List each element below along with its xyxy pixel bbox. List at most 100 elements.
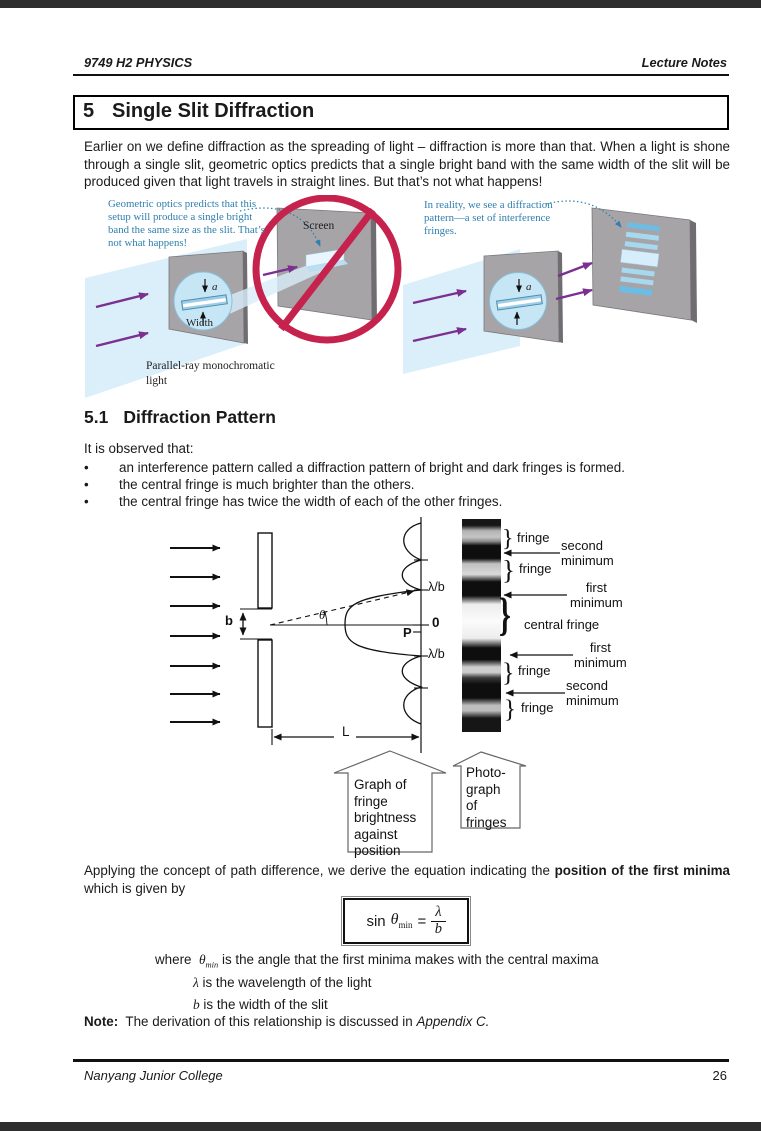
- header-doc-type: Lecture Notes: [641, 55, 727, 70]
- figure1-left-annotation: Geometric optics predicts that this setu…: [108, 198, 265, 250]
- geometric-optics-diagram: [85, 195, 402, 398]
- section-title: Diffraction Pattern: [123, 407, 276, 427]
- ray-arrow: [412, 289, 467, 305]
- diffracted-ray-arrow: [555, 288, 593, 301]
- chapter-title-box: 5 Single Slit Diffraction: [73, 95, 729, 130]
- ray-arrow: [262, 265, 298, 277]
- observed-intro: It is observed that:: [84, 441, 194, 456]
- diffraction-fringes: [618, 222, 661, 296]
- where-text-3: is the width of the slit: [199, 997, 328, 1012]
- header-course: 9749 H2 PHYSICS: [84, 55, 193, 70]
- reality-diffraction-diagram: [403, 200, 697, 374]
- slit-bar: [495, 294, 543, 311]
- lambda-symbol: λ: [193, 975, 199, 990]
- section-heading: 5.1 Diffraction Pattern: [84, 407, 276, 428]
- diffracted-ray-arrow: [557, 261, 593, 278]
- applying-bold: position of the first minima: [554, 863, 730, 878]
- bullet-text: an interference pattern called a diffrac…: [119, 460, 625, 475]
- equation-equals: =: [417, 912, 427, 930]
- central-fringe-brace: }: [499, 589, 511, 641]
- graph-callout-text: Graph of fringe brightness against posit…: [354, 777, 417, 859]
- photo-callout-text: Photo- graph of fringes: [466, 765, 507, 830]
- slit-barrier: [240, 532, 273, 728]
- note-appendix-ref: Appendix C.: [416, 1014, 490, 1029]
- first-minimum-label: first minimum: [570, 580, 623, 610]
- slit-a-label-left: a: [212, 281, 218, 293]
- theta-min-symbol: θmin: [198, 952, 219, 970]
- note-label: Note:: [84, 1014, 119, 1029]
- fringe-brace: }: [502, 526, 514, 552]
- fringe-label: fringe: [518, 663, 551, 678]
- list-item: • the central fringe has twice the width …: [84, 493, 734, 511]
- ray-arrow: [412, 327, 467, 343]
- where-text-2: is the wavelength of the light: [198, 975, 372, 990]
- fringe-brace: }: [504, 696, 516, 723]
- fringe-label: fringe: [517, 530, 550, 545]
- central-fringe-label: central fringe: [524, 617, 600, 632]
- fringe-brace: }: [502, 555, 515, 585]
- first-minimum-direction: [269, 589, 415, 626]
- footer-institution: Nanyang Junior College: [84, 1068, 223, 1083]
- note-line: Note: The derivation of this relationshi…: [84, 1014, 489, 1029]
- slit-a-label-right: a: [526, 281, 532, 293]
- equation-denominator: b: [434, 921, 443, 937]
- note-text: The derivation of this relationship is d…: [118, 1014, 417, 1029]
- slit-width-b-label: b: [225, 613, 233, 628]
- bullet-icon: •: [84, 477, 89, 492]
- fringe-label: fringe: [519, 561, 552, 576]
- annotation-pointer-arrow: [239, 207, 321, 247]
- zero-label: 0: [432, 615, 440, 630]
- annotation-pointer-arrow: [545, 200, 622, 228]
- lambda-b-top-label: λ/b: [428, 580, 445, 594]
- fringe-photograph: [462, 519, 501, 732]
- where-label: where: [155, 952, 192, 967]
- figure-slit-setups: [85, 195, 697, 398]
- header-rule: [73, 74, 729, 76]
- prohibition-sign: [252, 195, 402, 344]
- lambda-b-bottom-label: λ/b: [428, 647, 445, 661]
- point-p-label: P: [403, 625, 412, 640]
- applying-paragraph: Applying the concept of path difference,…: [84, 862, 730, 897]
- applying-post: which is given by: [84, 880, 186, 896]
- second-minimum-label: second minimum: [561, 538, 614, 568]
- first-minimum-label: first minimum: [574, 640, 627, 670]
- where-line-2: λ is the wavelength of the light: [193, 975, 372, 991]
- top-edge-bar: [0, 0, 761, 8]
- fringe-label: fringe: [521, 700, 554, 715]
- bullet-icon: •: [84, 494, 89, 509]
- equation-fraction: λ b: [431, 904, 446, 937]
- screen-label: Screen: [303, 220, 335, 232]
- ray-arrow: [95, 331, 149, 348]
- figure1-caption: Parallel-ray monochromatic light: [146, 360, 275, 387]
- intensity-curve: [344, 522, 424, 725]
- fringe-brace: }: [502, 658, 515, 687]
- chapter-number: 5: [83, 100, 95, 122]
- screen-panel-edge: [371, 213, 377, 323]
- figure-diffraction-pattern: [170, 517, 573, 853]
- intro-paragraph: Earlier on we define diffraction as the …: [84, 139, 730, 190]
- graph-callout-arrow: [333, 750, 447, 853]
- equation-sin: sin: [366, 912, 386, 930]
- bullet-icon: •: [84, 460, 89, 475]
- list-item: •the central fringe is much brighter tha…: [84, 476, 734, 494]
- bullet-text: the central fringe has twice the width o…: [119, 494, 503, 509]
- section-number: 5.1: [84, 407, 109, 427]
- b-symbol: b: [193, 997, 200, 1012]
- where-line-3: b is the width of the slit: [193, 997, 328, 1013]
- figure1-right-annotation: In reality, we see a diffraction pattern…: [424, 199, 553, 238]
- theta-angle-arc: [324, 611, 328, 626]
- incident-rays: [170, 544, 221, 726]
- screen-panel-edge: [690, 220, 697, 323]
- ray-arrow: [95, 292, 149, 309]
- bottom-edge-bar: [0, 1122, 761, 1131]
- equation-numerator: λ: [431, 904, 446, 922]
- where-line-1: where θmin is the angle that the first m…: [155, 952, 599, 970]
- equation-theta: θmin: [390, 911, 413, 931]
- minima-pointer-arrows: [503, 549, 573, 697]
- theta-label: θ: [319, 607, 326, 622]
- width-label: Width: [186, 317, 214, 329]
- distance-dimension: [271, 729, 420, 745]
- slit-bar: [180, 294, 228, 311]
